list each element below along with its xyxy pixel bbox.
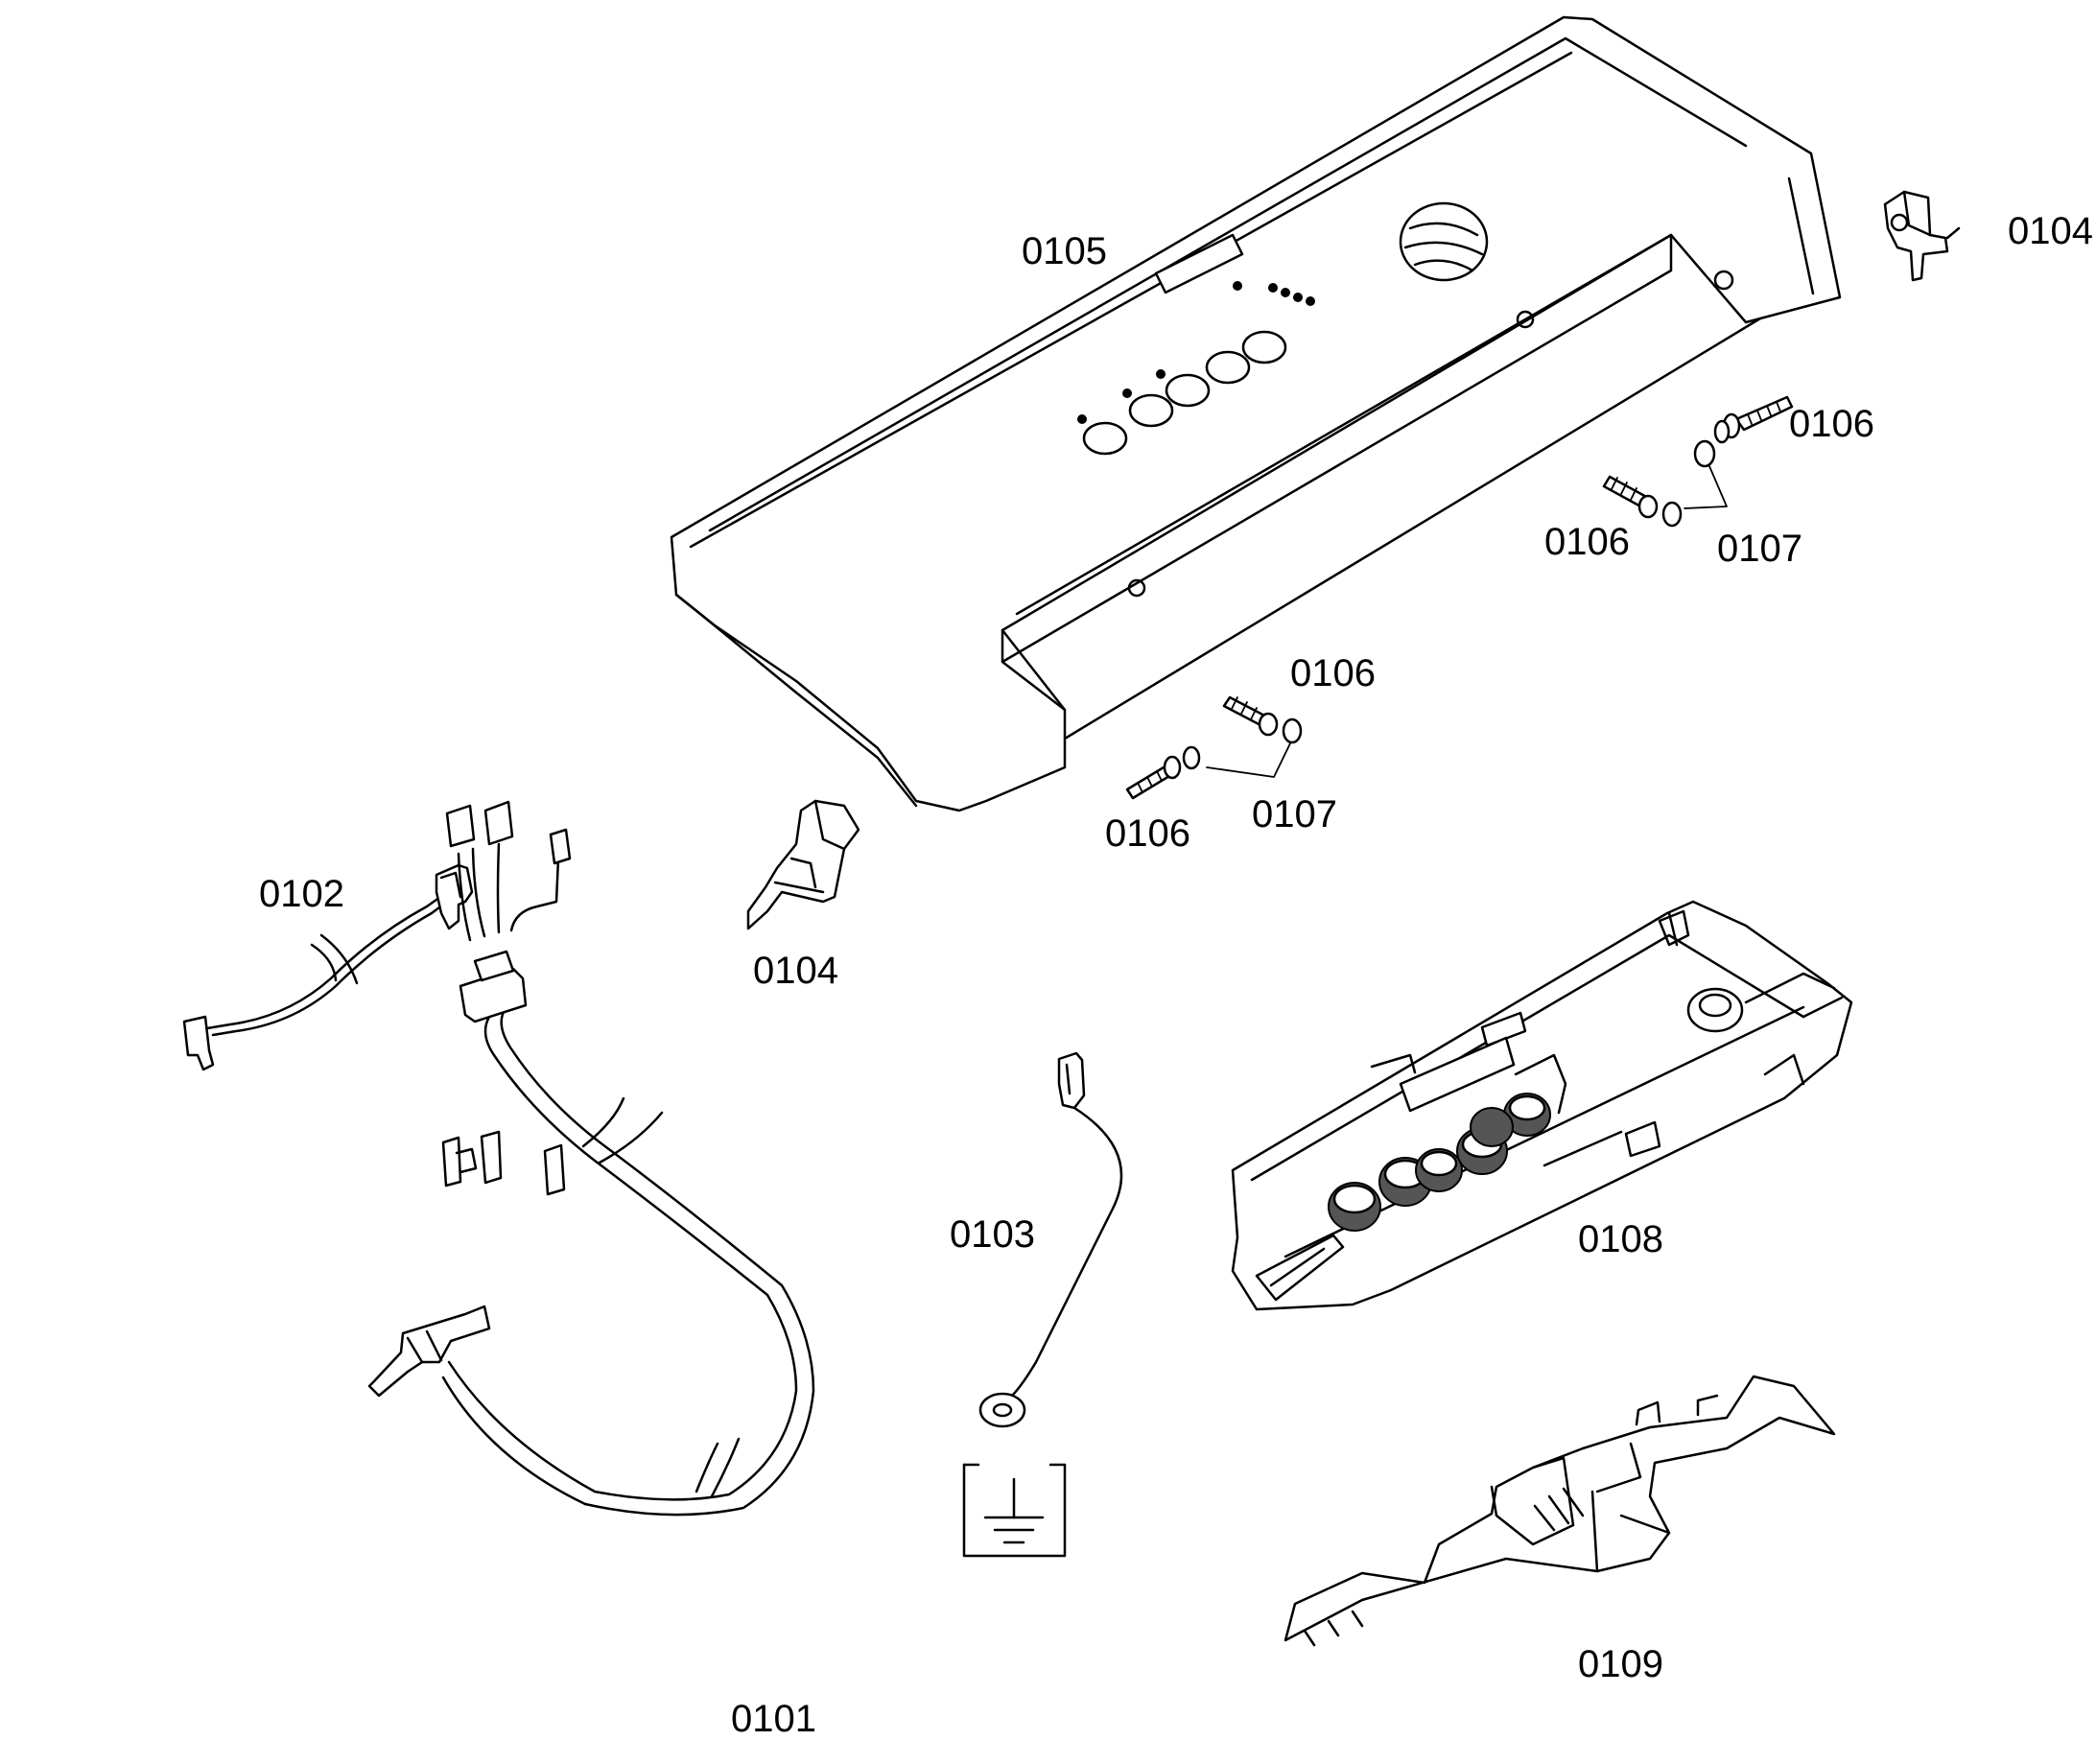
ground-wire-part [978, 1051, 1123, 1428]
board-components [1328, 1093, 1551, 1232]
end-cap-right-part [1883, 190, 1961, 282]
label-0107-b: 0107 [1252, 793, 1337, 835]
label-0105: 0105 [1022, 230, 1107, 272]
label-0109: 0109 [1578, 1643, 1663, 1685]
screws-washers-upper [1602, 395, 1794, 528]
label-0102: 0102 [259, 873, 344, 915]
label-0104-right: 0104 [2008, 210, 2093, 252]
control-panel-part [670, 15, 1842, 812]
label-0107-a: 0107 [1717, 528, 1802, 570]
label-0106-d: 0106 [1105, 812, 1190, 855]
label-0106-c: 0106 [1290, 652, 1376, 694]
label-0101: 0101 [731, 1698, 816, 1740]
wire-harness-part [182, 863, 474, 1071]
label-0108: 0108 [1578, 1218, 1663, 1260]
control-board-part [1231, 900, 1853, 1311]
bracket-part [1284, 1375, 1836, 1647]
label-0104-left: 0104 [753, 950, 838, 992]
label-0103: 0103 [950, 1213, 1035, 1256]
screws-washers-lower [1125, 695, 1303, 800]
end-cap-left-part [746, 799, 860, 930]
power-cord-part [367, 800, 815, 1517]
label-0106-b: 0106 [1544, 521, 1630, 563]
ground-symbol-icon [962, 1463, 1067, 1558]
label-0106-a: 0106 [1789, 403, 1874, 445]
